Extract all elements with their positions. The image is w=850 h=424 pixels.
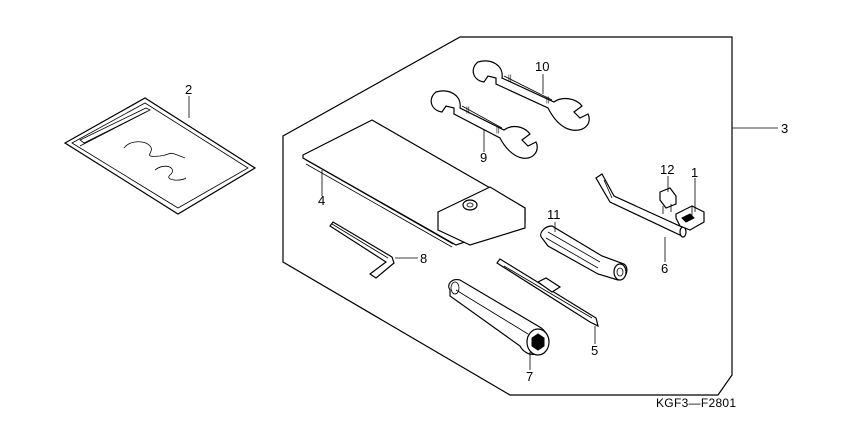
- callout-label-4: 4: [318, 193, 325, 208]
- hex-key-drawing: [329, 221, 395, 279]
- screwdriver-bit-drawing: [496, 258, 599, 328]
- callout-label-7: 7: [526, 369, 533, 384]
- fuse-puller-drawing: [675, 205, 705, 231]
- callout-label-8: 8: [420, 251, 427, 266]
- figure-code: KGF3—F2801: [656, 396, 736, 410]
- kit-boundary-outline: [282, 36, 733, 396]
- leader-lines: [188, 74, 778, 370]
- callout-label-3: 3: [781, 121, 788, 136]
- callout-label-1: 1: [691, 165, 698, 180]
- fuse-drawing: [659, 187, 677, 214]
- callout-label-2: 2: [185, 82, 192, 97]
- callout-label-11: 11: [547, 207, 561, 222]
- tool-bag-drawing: [302, 119, 526, 248]
- document-pouch-drawing: [63, 97, 257, 215]
- wrench-small-drawing: || ||: [430, 90, 538, 159]
- callout-label-5: 5: [591, 343, 598, 358]
- callout-label-10: 10: [535, 59, 549, 74]
- callout-label-9: 9: [480, 150, 487, 165]
- svg-text:||: ||: [496, 127, 500, 134]
- callout-label-12: 12: [660, 162, 674, 177]
- svg-text:||: ||: [546, 97, 550, 104]
- svg-text:||: ||: [466, 107, 470, 114]
- plug-wrench-drawing: [448, 279, 550, 356]
- svg-text:||: ||: [508, 75, 512, 82]
- wrench-large-drawing: || ||: [472, 60, 590, 131]
- screwdriver-handle-drawing: [540, 225, 628, 281]
- callout-label-6: 6: [661, 261, 668, 276]
